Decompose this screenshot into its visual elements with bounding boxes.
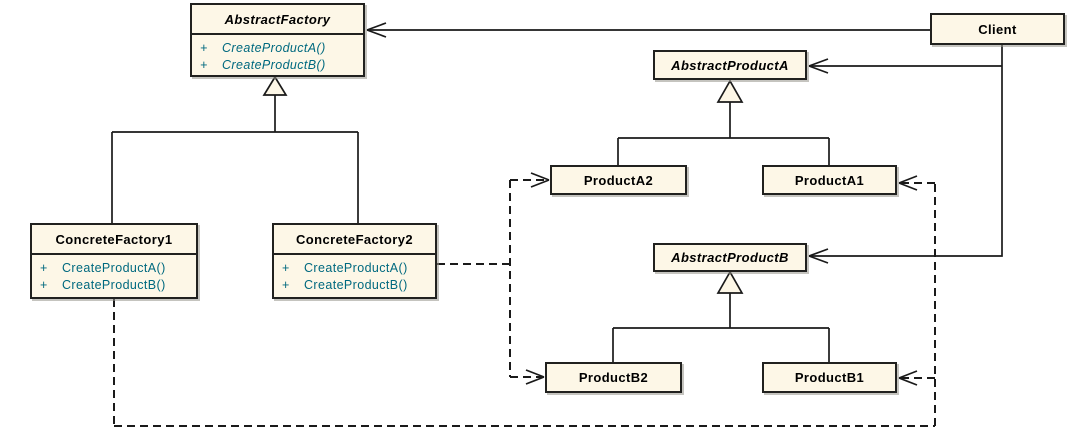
- class-name: ProductB1: [794, 370, 865, 385]
- association-client-abstract-product-b[interactable]: [808, 45, 1003, 264]
- class-name: ProductA1: [794, 172, 865, 188]
- triangle-arrowhead: [262, 75, 288, 96]
- class-name: ProductA2: [583, 172, 654, 188]
- method-visibility: +: [40, 278, 48, 292]
- method-signature: CreateProductB(): [62, 278, 166, 292]
- class-box-concrete-factory2[interactable]: ConcreteFactory2 + CreateProductA() + Cr…: [272, 223, 437, 299]
- class-box-abstract-factory[interactable]: AbstractFactory + CreateProductA() + Cre…: [190, 3, 365, 77]
- association-client-abstract-product-a[interactable]: [808, 58, 1002, 74]
- method-signature: CreateProductB(): [222, 58, 326, 72]
- generalization-concrete-factories[interactable]: [111, 75, 359, 223]
- class-name: ConcreteFactory1: [55, 231, 173, 247]
- class-box-product-b2[interactable]: ProductB2: [545, 362, 682, 393]
- class-box-abstract-product-a[interactable]: AbstractProductA: [653, 50, 807, 80]
- open-arrowhead: [808, 248, 829, 264]
- class-name: AbstractFactory: [224, 11, 331, 27]
- class-box-product-b1[interactable]: ProductB1: [762, 362, 897, 393]
- method-signature: CreateProductA(): [222, 41, 326, 55]
- open-arrowhead: [366, 22, 387, 38]
- method-visibility: +: [282, 261, 290, 275]
- method-signature: CreateProductA(): [62, 261, 166, 275]
- association-line: [809, 45, 1003, 257]
- open-arrowhead: [898, 370, 918, 386]
- class-name: AbstractProductB: [671, 250, 789, 265]
- method-compartment: + CreateProductA() + CreateProductB(): [32, 253, 196, 294]
- method-row: + CreateProductB(): [40, 277, 192, 294]
- method-row: + CreateProductA(): [200, 40, 359, 57]
- dependency-concrete-factory1[interactable]: [113, 175, 936, 427]
- method-visibility: +: [200, 58, 208, 72]
- class-name: AbstractProductA: [671, 57, 789, 73]
- class-box-product-a1[interactable]: ProductA1: [762, 165, 897, 195]
- method-visibility: +: [40, 261, 48, 275]
- method-visibility: +: [200, 41, 208, 55]
- method-row: + CreateProductB(): [200, 57, 359, 74]
- class-box-abstract-product-b[interactable]: AbstractProductB: [653, 243, 807, 272]
- dependency-line: [113, 182, 936, 427]
- open-arrowhead: [525, 369, 545, 385]
- method-row: + CreateProductB(): [282, 277, 431, 294]
- method-compartment: + CreateProductA() + CreateProductB(): [274, 253, 435, 294]
- class-name: Client: [978, 21, 1017, 37]
- open-arrowhead: [808, 58, 829, 74]
- generalization-product-a[interactable]: [617, 79, 830, 165]
- association-client-abstract-factory[interactable]: [366, 22, 930, 38]
- method-compartment: + CreateProductA() + CreateProductB(): [192, 33, 363, 74]
- class-box-product-a2[interactable]: ProductA2: [550, 165, 687, 195]
- dependency-line: [437, 179, 547, 378]
- triangle-arrowhead: [716, 79, 744, 103]
- method-row: + CreateProductA(): [40, 260, 192, 277]
- dependency-concrete-factory2[interactable]: [437, 172, 550, 385]
- triangle-arrowhead: [716, 270, 744, 294]
- class-box-client[interactable]: Client: [930, 13, 1065, 45]
- generalization-line: [612, 293, 830, 362]
- method-signature: CreateProductB(): [304, 278, 408, 292]
- generalization-line: [111, 95, 359, 223]
- method-visibility: +: [282, 278, 290, 292]
- open-arrowhead: [898, 175, 918, 191]
- method-row: + CreateProductA(): [282, 260, 431, 277]
- generalization-line: [617, 102, 830, 165]
- method-signature: CreateProductA(): [304, 261, 408, 275]
- class-name: ConcreteFactory2: [296, 231, 413, 247]
- open-arrowhead: [530, 172, 550, 188]
- generalization-product-b[interactable]: [612, 270, 830, 362]
- class-name: ProductB2: [578, 370, 649, 385]
- class-box-concrete-factory1[interactable]: ConcreteFactory1 + CreateProductA() + Cr…: [30, 223, 198, 299]
